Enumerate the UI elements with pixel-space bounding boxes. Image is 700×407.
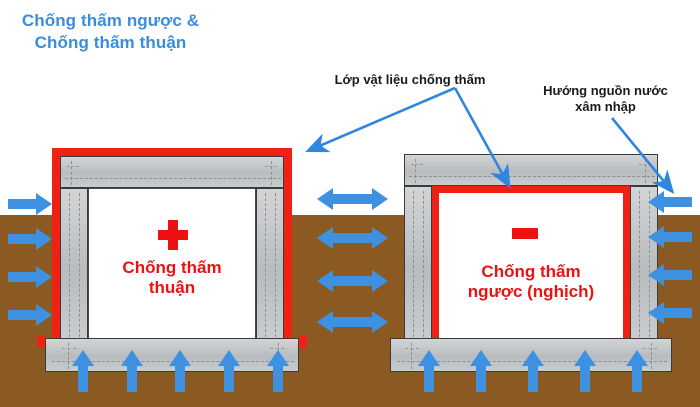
rebar-stirrup-roof-right-b xyxy=(645,159,646,183)
rebar-line-wall-left-west-inner xyxy=(69,193,70,337)
rebar-line-wall-left-east-inner xyxy=(265,193,266,337)
label-left-structure: Chống thấm thuận xyxy=(122,258,222,298)
concrete-wall-right-west xyxy=(404,186,432,340)
concrete-roof-slab-left xyxy=(60,156,284,188)
rebar-tick-roof-right-a xyxy=(411,164,423,165)
rebar-line-roof-right xyxy=(409,176,655,177)
concrete-footing-right xyxy=(390,338,672,372)
concrete-wall-left-east xyxy=(256,188,284,340)
rebar-stirrup-footing-left-b xyxy=(278,343,279,369)
interior-cavity-right xyxy=(439,193,623,340)
rebar-line-footing-right xyxy=(397,361,667,362)
rebar-tick-footing-right xyxy=(270,348,284,349)
concrete-footing-left xyxy=(45,338,299,372)
rebar-stirrup-roof-left-b xyxy=(271,161,272,185)
rebar-tick-roof-right-b xyxy=(639,164,651,165)
concrete-roof-slab-right xyxy=(404,154,658,186)
waterproof-layer-left-east xyxy=(284,148,292,348)
rebar-tick-footing-right-b xyxy=(643,348,657,349)
rebar-tick-roof-left xyxy=(67,166,79,167)
rebar-stirrup-footing-right-b xyxy=(651,343,652,369)
rebar-line-wall-right-east-outer xyxy=(649,191,650,337)
rebar-line-wall-right-west-inner xyxy=(413,191,414,337)
rebar-stirrup-roof-left-a xyxy=(71,161,72,185)
rebar-line-footing-left xyxy=(52,361,294,362)
rebar-stirrup-footing-right-a xyxy=(411,343,412,369)
minus-sign-right xyxy=(512,228,538,239)
waterproof-layer-right-east xyxy=(623,186,630,340)
waterproof-layer-left-footing-west xyxy=(37,336,45,348)
rebar-line-wall-right-west-outer xyxy=(423,191,424,337)
concrete-wall-left-west xyxy=(60,188,88,340)
waterproof-layer-left-west xyxy=(52,148,60,348)
callout-waterproofing-material: Lớp vật liệu chống thấm xyxy=(334,72,486,87)
rebar-line-wall-right-east-inner xyxy=(639,191,640,337)
rebar-tick-footing-right-a xyxy=(405,348,419,349)
rebar-line-wall-left-east-outer xyxy=(275,193,276,337)
rebar-tick-footing-left xyxy=(62,348,76,349)
waterproof-layer-left-footing-east xyxy=(299,336,307,348)
interior-cavity-left xyxy=(88,188,256,340)
callout-water-direction: Hướng nguồn nước xâm nhập xyxy=(543,83,668,115)
concrete-wall-right-east xyxy=(630,186,658,340)
plus-sign-left xyxy=(158,220,188,250)
rebar-stirrup-footing-left-a xyxy=(68,343,69,369)
rebar-line-roof-left xyxy=(65,178,281,179)
diagram-title: Chống thấm ngược & Chống thấm thuận xyxy=(21,11,200,52)
rebar-stirrup-roof-right-a xyxy=(415,159,416,183)
rebar-line-wall-left-west-outer xyxy=(79,193,80,337)
label-right-structure: Chống thấm ngược (nghịch) xyxy=(467,262,595,302)
waterproof-layer-left-top xyxy=(52,148,292,156)
waterproof-layer-right-top xyxy=(432,186,630,193)
waterproof-layer-right-west xyxy=(432,186,439,340)
rebar-tick-roof-right xyxy=(265,166,277,167)
